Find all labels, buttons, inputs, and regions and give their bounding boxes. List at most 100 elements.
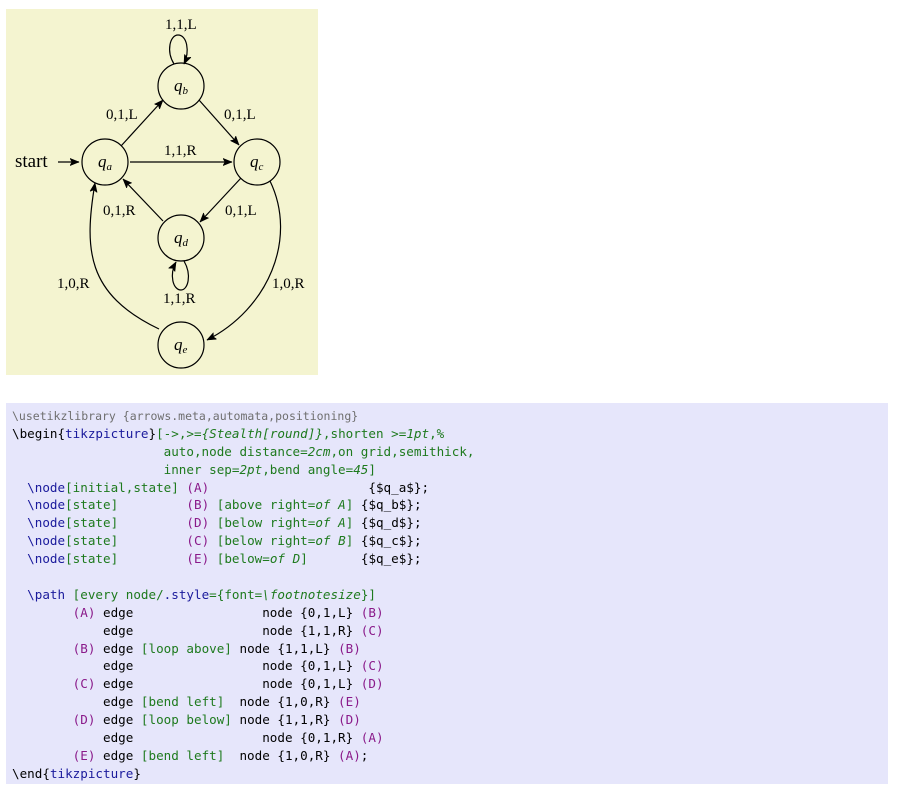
code-token: ; [360,747,369,763]
code-token: auto,node distance= [12,443,308,459]
code-token: (B) [338,640,361,656]
state-q-b-sub: b [183,85,189,97]
state-q-b-base: q [174,76,183,95]
code-token: (E) [338,694,361,710]
code-token: { [42,765,50,781]
code-token [12,515,27,530]
code-token: (B) [118,497,210,513]
code-token: edge [95,747,141,763]
edge-label-a-c: 1,1,R [164,143,197,159]
code-token: (D) [118,515,210,531]
state-q-d-sub: d [183,237,189,249]
code-token: {$q_c$}; [353,533,422,549]
code-token: node {1,1,L} [231,640,339,656]
code-token [12,587,27,602]
code-token: (C) [360,622,384,638]
code-token: ] [345,497,354,513]
code-line: edge node {0,1,L} (C) [12,657,888,675]
code-token: \node [27,533,66,549]
code-token [209,533,217,548]
code-token: edge node {1,1,R} [12,622,361,638]
code-line [12,568,888,586]
code-token [12,497,27,512]
code-token: edge node {0,1,L} [12,658,361,674]
code-token: node {1,0,R} [224,694,339,710]
code-token: [below right= [216,533,316,549]
diagram-panel: start 0,1,L 1,1,R 1,1,L 0,1,L 0,1,L 1,0,… [6,9,318,375]
state-q-e-base: q [174,335,183,354]
code-token: (D) [12,712,96,728]
code-line: \usetikzlibrary {arrows.meta,automata,po… [12,407,888,425]
code-token: , [429,425,437,441]
code-token [209,497,217,512]
code-line: edge [bend left] node {1,0,R} (E) [12,693,888,711]
code-token: {$q_d$}; [353,515,422,531]
code-token: \usetikzlibrary {arrows.meta,automata,po… [12,409,359,423]
code-token [209,515,217,530]
state-q-e: qe [157,321,205,369]
edge-a-b [120,99,164,147]
state-q-c: qc [233,138,281,186]
code-token: edge node {0,1,L} [95,604,361,620]
edge-d-a [122,178,164,222]
code-token: (E) [12,747,96,763]
code-token: tikzpicture [49,765,134,781]
code-token: {$q_e$}; [307,551,422,567]
code-token: \path [27,586,66,602]
code-token: % [436,425,445,441]
code-token: inner sep= [12,461,240,477]
edge-label-d-a: 0,1,R [103,203,136,219]
state-q-a: qa [81,138,129,186]
code-token: .style [163,586,210,602]
svg-text:qe: qe [174,335,188,356]
code-line: \node[state] (B) [above right=of A] {$q_… [12,496,888,514]
code-line: \begin{tikzpicture}[->,>={Stealth[round]… [12,425,888,443]
code-token: \node [27,551,66,567]
code-token: [state] [65,533,119,549]
code-token: } [133,765,141,781]
code-token: \footnotesize [262,586,361,602]
svg-text:qb: qb [174,76,189,97]
code-token: 2cm [307,443,331,459]
edge-e-a [89,183,160,330]
code-token: {$q_b$}; [353,497,422,513]
code-token: of A [315,515,346,531]
code-token: of D [269,551,301,567]
state-q-a-base: q [98,152,107,171]
svg-text:qc: qc [250,152,264,173]
code-token [209,551,217,566]
edge-b-loop [169,34,187,65]
code-token: (A) [178,479,210,495]
code-token: node {1,1,R} [231,712,339,728]
code-token: ,shorten >= [322,425,407,441]
code-token: edge node {0,1,R} [12,730,361,746]
code-token: (A) [338,747,361,763]
code-token: of B [315,533,346,549]
code-line: edge node {0,1,R} (A) [12,729,888,747]
code-line: \node[state] (C) [below right=of B] {$q_… [12,532,888,550]
code-line: \node[initial,state] (A) {$q_a$}; [12,479,888,497]
code-token: [below right= [216,515,316,531]
edge-c-e [207,180,282,341]
code-token: (A) [360,730,384,746]
code-token: (D) [360,676,384,692]
edge-d-loop [172,260,190,291]
code-token: [state] [65,551,119,567]
code-token: \node [27,515,66,531]
code-token: ] [368,461,376,477]
code-token [12,480,27,495]
code-token: [state] [65,515,119,531]
code-token: {$q_a$}; [209,479,430,495]
svg-text:qd: qd [174,228,189,249]
code-line: (B) edge [loop above] node {1,1,L} (B) [12,640,888,658]
code-token: edge [95,712,141,728]
code-token: \node [27,497,66,513]
edge-label-b-loop: 1,1,L [165,17,197,33]
code-token: [below= [216,551,270,567]
code-token: [bend left] [140,747,225,763]
code-token: } [148,425,157,441]
code-token: edge node {0,1,L} [95,676,361,692]
code-token: }] [360,586,376,602]
code-line: (A) edge node {0,1,L} (B) [12,604,888,622]
edge-label-a-b: 0,1,L [106,107,138,123]
